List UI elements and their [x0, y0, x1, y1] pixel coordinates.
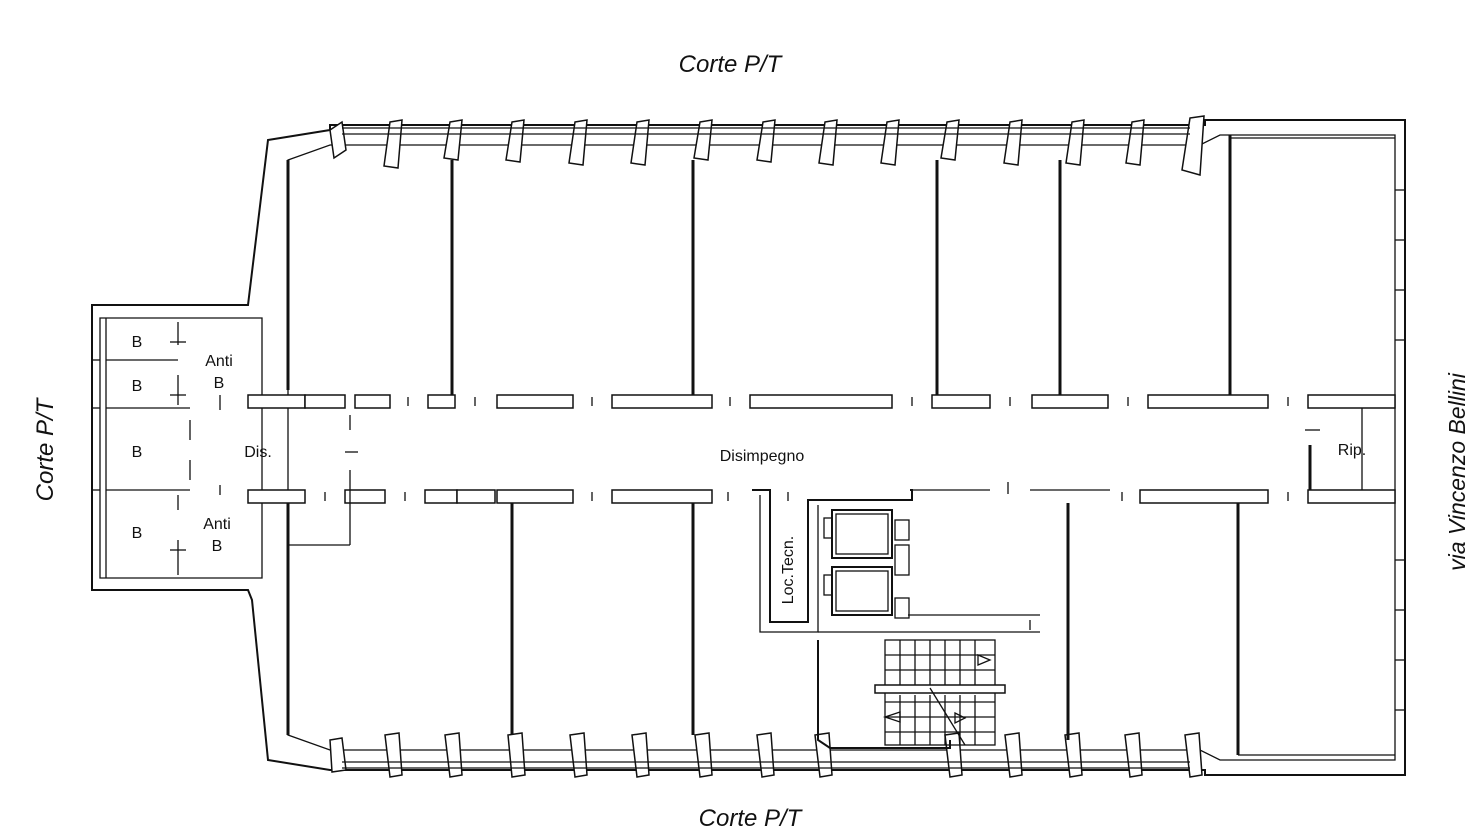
street-label: via Vincenzo Bellini [1444, 372, 1470, 571]
anti-label-bottom-line1: Anti [203, 516, 231, 533]
staircase [874, 639, 1006, 746]
bath-label-2: B [132, 378, 143, 395]
anti-label-top-line2: B [214, 375, 225, 392]
building-envelope [91, 119, 1406, 776]
bath-block [92, 322, 358, 575]
court-label-bottom: Corte P/T [699, 805, 804, 832]
bottom-windows [329, 732, 1203, 778]
top-windows [329, 115, 1205, 176]
court-label-top: Corte P/T [679, 51, 784, 78]
office-partitions [286, 135, 1405, 756]
bath-label-1: B [132, 334, 143, 351]
anti-label-top-line1: Anti [205, 353, 233, 370]
bath-label-3: B [132, 444, 143, 461]
corridor-walls [247, 394, 1396, 504]
anti-label-bottom-line2: B [212, 538, 223, 555]
small-corridor-label: Dis. [244, 444, 272, 461]
tech-room-label: Loc.Tecn. [780, 536, 797, 604]
storage-room [1305, 408, 1363, 490]
corridor-label: Disimpegno [720, 448, 805, 465]
court-label-left: Corte P/T [32, 396, 59, 501]
core-services [752, 489, 1040, 749]
bath-label-4: B [132, 525, 143, 542]
storage-label: Rip. [1338, 442, 1366, 459]
